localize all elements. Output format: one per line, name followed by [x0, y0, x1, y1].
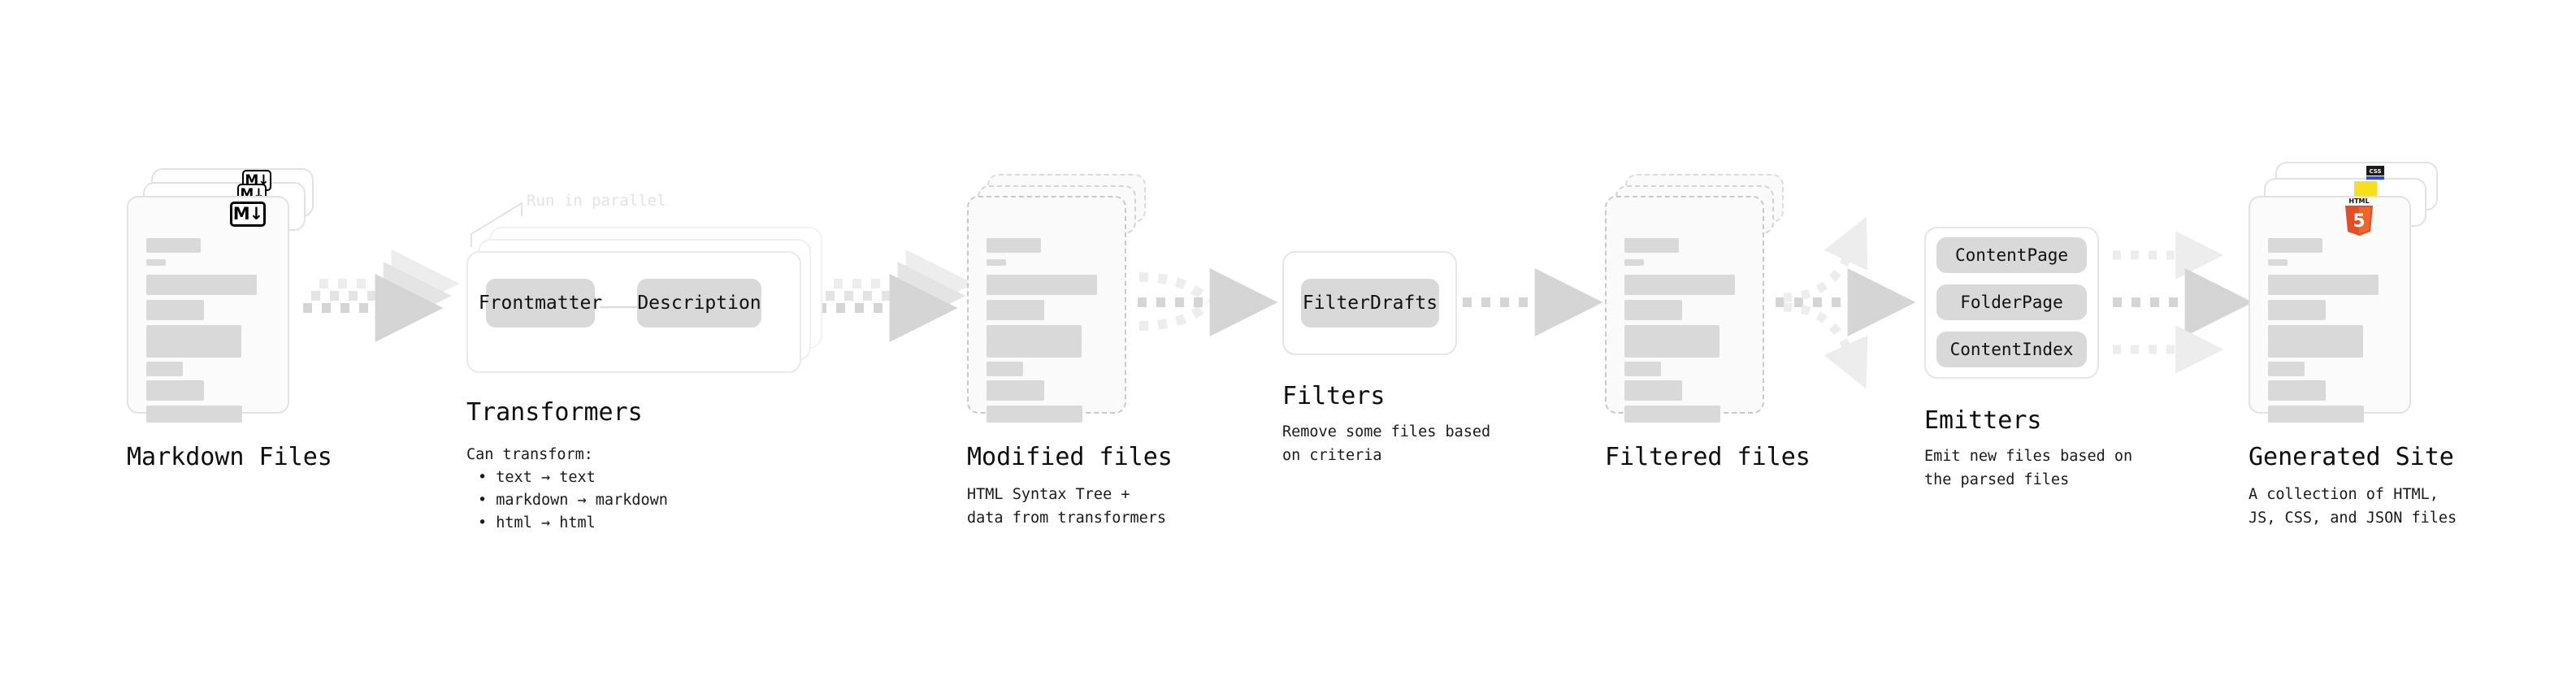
skeleton-bar	[987, 300, 1044, 320]
skeleton-bar	[987, 362, 1023, 376]
site-card-front	[2249, 196, 2411, 423]
connector-filtered-to-emitters	[1776, 216, 1916, 389]
skeleton-bar	[146, 380, 204, 401]
run-in-parallel-bracket	[471, 202, 523, 247]
stage-title-modified-files: Modified files	[967, 443, 1173, 471]
svg-text:CSS: CSS	[2369, 168, 2381, 175]
skeleton-bar	[2268, 406, 2364, 423]
javascript-icon	[2354, 181, 2377, 199]
run-in-parallel-note: Run in parallel	[527, 192, 666, 210]
skeleton-bar	[2268, 238, 2322, 253]
stage-title-filtered-files: Filtered files	[1605, 443, 1811, 471]
stage-title-transformers: Transformers	[466, 398, 643, 427]
skeleton-bar	[1624, 380, 1682, 401]
transformers-bullet-2: • markdown → markdown	[478, 492, 668, 509]
stage-title-markdown-files: Markdown Files	[127, 443, 332, 471]
skeleton-bar	[1624, 362, 1661, 376]
stage-subtitle-transformers: Can transform:	[466, 446, 593, 463]
stage-title-emitters: Emitters	[1924, 406, 2042, 435]
html5-icon: HTML 5	[2345, 197, 2373, 236]
skeleton-bar	[146, 362, 183, 376]
stage-subtitle-generated-site: A collection of HTML, JS, CSS, and JSON …	[2249, 486, 2457, 527]
skeleton-bar	[1624, 275, 1735, 295]
skeleton-bar	[2268, 325, 2363, 358]
skeleton-bar	[987, 275, 1097, 295]
skeleton-bar	[2268, 300, 2326, 320]
css3-icon: CSS	[2366, 166, 2384, 180]
skeleton-bar	[987, 380, 1044, 401]
connector-emitters-to-site	[2113, 231, 2253, 374]
skeleton-bar	[2268, 362, 2305, 376]
transformer-chip-description[interactable]: Description	[637, 279, 761, 327]
transformers-bullet-3: • html → html	[478, 514, 596, 531]
stage-subtitle-modified-files: HTML Syntax Tree + data from transformer…	[967, 486, 1167, 527]
filter-chip-filterdrafts[interactable]: FilterDrafts	[1301, 279, 1439, 327]
transformers-bullet-1: • text → text	[478, 469, 596, 486]
markdown-icon-label-back-2: M↓	[245, 171, 269, 189]
stage-subtitle-emitters: Emit new files based on the parsed files	[1924, 448, 2133, 488]
modified-card-front	[967, 196, 1126, 423]
markdown-icon: M↓	[230, 202, 266, 227]
skeleton-bar	[146, 275, 257, 295]
html5-icon-digit: 5	[2353, 211, 2365, 232]
emitter-chip-folderpage[interactable]: FolderPage	[1936, 284, 2087, 320]
connector-modified-to-filters	[1138, 268, 1278, 336]
skeleton-bar	[1624, 406, 1720, 423]
skeleton-bar	[987, 259, 1006, 266]
stage-subtitle-filters: Remove some files based on criteria	[1282, 423, 1491, 464]
skeleton-bar	[1624, 238, 1679, 253]
skeleton-bar	[146, 259, 166, 266]
skeleton-bar	[2268, 275, 2379, 295]
skeleton-bar	[2268, 259, 2288, 266]
skeleton-bar	[146, 325, 241, 358]
transformer-chip-frontmatter[interactable]: Frontmatter	[479, 279, 602, 327]
stage-title-generated-site: Generated Site	[2249, 443, 2454, 471]
stage-title-filters: Filters	[1282, 382, 1386, 410]
markdown-icon-label: M↓	[232, 204, 263, 223]
skeleton-bar	[146, 238, 201, 253]
skeleton-bar	[1624, 259, 1644, 266]
filtered-card-front	[1605, 196, 1764, 423]
skeleton-bar	[987, 325, 1082, 358]
skeleton-bar	[987, 406, 1082, 423]
skeleton-bar	[1624, 325, 1720, 358]
markdown-card-front	[127, 196, 289, 423]
skeleton-bar	[1624, 300, 1682, 320]
html5-icon-wordmark: HTML	[2348, 197, 2369, 205]
emitter-chip-contentpage[interactable]: ContentPage	[1936, 237, 2087, 273]
connector-transformers-to-modified	[817, 249, 974, 342]
skeleton-bar	[146, 300, 204, 320]
skeleton-bar	[2268, 380, 2326, 401]
skeleton-bar	[146, 406, 242, 423]
skeleton-bar	[987, 238, 1041, 253]
connector-markdown-to-transformers	[303, 249, 460, 342]
emitter-chip-contentindex[interactable]: ContentIndex	[1936, 332, 2087, 367]
